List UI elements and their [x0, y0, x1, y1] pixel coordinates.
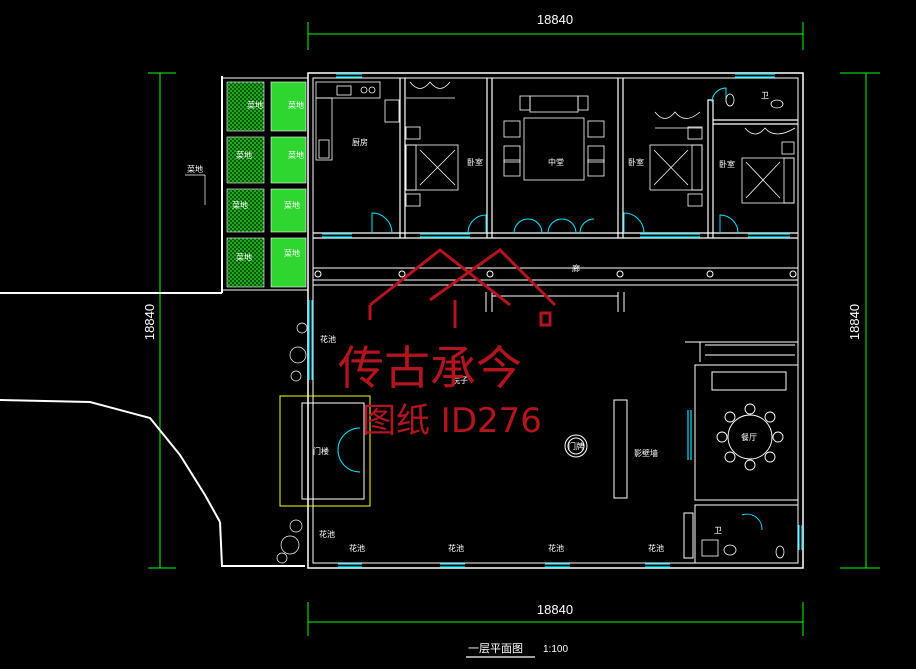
drawing-title: 一层平面图: [468, 642, 523, 655]
bedroom-left: [405, 81, 459, 207]
bedroom-middle: [649, 111, 703, 207]
bedroom-middle-label: 卧室: [628, 157, 644, 167]
bathroom-bottom: [701, 539, 785, 559]
gate-house-label: 门楼: [313, 446, 329, 456]
garden-plot: [226, 188, 265, 233]
bathroom-top-label: 卫: [761, 91, 769, 100]
dimension-top-label: 18840: [537, 12, 573, 27]
center-hall-label: 中堂: [548, 157, 564, 167]
shrubs: [276, 322, 308, 564]
bedroom-left-label: 卧室: [467, 157, 483, 167]
flower-bed-label: 花池: [319, 529, 335, 539]
dining-table: [716, 403, 784, 471]
bathroom-bottom-label: 卫: [714, 526, 722, 535]
well-label: 门牌: [568, 441, 584, 451]
garden-side-label: 菜地: [187, 164, 203, 174]
svg-text:菜地: 菜地: [288, 100, 304, 110]
dimension-bottom: [307, 602, 804, 636]
garden-plot-labels: 菜地 菜地 菜地 菜地 菜地 菜地 菜地 菜地: [232, 100, 304, 262]
dimension-top: [307, 22, 804, 50]
svg-text:菜地: 菜地: [232, 200, 248, 210]
garden-plot: [226, 81, 265, 132]
courtyard-label: 院子: [452, 375, 468, 385]
east-wing: [683, 341, 799, 564]
svg-text:菜地: 菜地: [288, 150, 304, 160]
dimension-right-label: 18840: [847, 304, 862, 340]
outer-walls: [307, 72, 804, 569]
garden-plot: [270, 81, 307, 132]
garden-plot: [270, 237, 307, 288]
screen-wall: [613, 399, 628, 499]
doors: [371, 87, 763, 531]
dimension-left-label: 18840: [142, 304, 157, 340]
screen-wall-label: 影壁墙: [634, 448, 658, 458]
dimension-bottom-label: 18840: [537, 602, 573, 617]
kitchen-label: 厨房: [352, 137, 368, 147]
bathroom-top: [725, 93, 784, 109]
flower-bed-label: 花池: [448, 543, 464, 553]
dimension-left: [148, 72, 176, 569]
flower-bed-label: 花池: [548, 543, 564, 553]
garden-plot: [270, 188, 307, 233]
garden-plot: [226, 237, 265, 288]
vegetable-garden: [221, 77, 309, 291]
svg-text:菜地: 菜地: [236, 252, 252, 262]
kitchen: [315, 81, 400, 161]
well: [564, 434, 588, 458]
bedroom-right: [741, 127, 796, 204]
flower-bed-label: 花池: [320, 334, 336, 344]
center-hall: [503, 95, 605, 181]
svg-text:菜地: 菜地: [284, 200, 300, 210]
room-walls: [313, 78, 798, 239]
corridor-label: 廊: [572, 263, 580, 273]
garden-plot: [226, 136, 265, 184]
watermark-brand: 传古承今: [338, 341, 522, 395]
dimension-right: [840, 72, 880, 569]
gate-house: [279, 395, 371, 507]
drawing-scale: 1:100: [543, 644, 568, 655]
watermark-id: 图纸 ID276: [362, 401, 542, 441]
corridor: [313, 267, 798, 312]
windows: [308, 73, 803, 568]
svg-text:菜地: 菜地: [247, 100, 263, 110]
flower-bed-label: 花池: [349, 543, 365, 553]
svg-text:菜地: 菜地: [236, 150, 252, 160]
svg-text:菜地: 菜地: [284, 248, 300, 258]
garden-plot: [270, 136, 307, 184]
dining-label: 餐厅: [741, 433, 757, 442]
bedroom-right-label: 卧室: [719, 159, 735, 169]
watermark-logo: [368, 248, 557, 328]
flower-bed-label: 花池: [648, 543, 664, 553]
